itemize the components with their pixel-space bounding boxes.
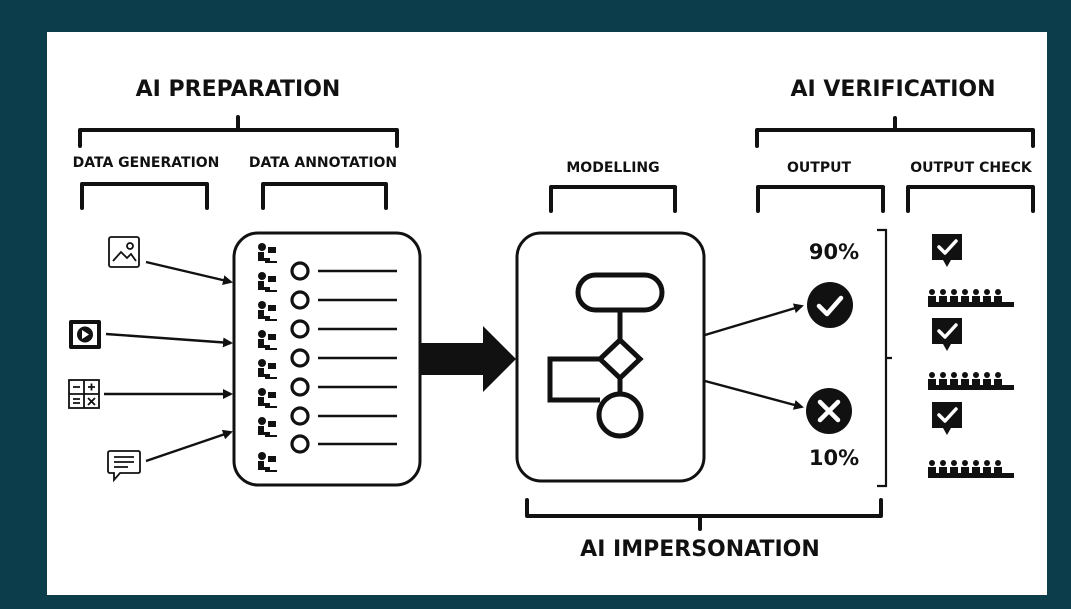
group-title-preparation: AI PREPARATION — [136, 77, 341, 102]
video-icon — [69, 320, 101, 349]
check-circle-icon — [807, 282, 853, 328]
output-percent-success: 90% — [809, 240, 859, 264]
output-arrow — [704, 303, 804, 337]
stage-label-modelling: MODELLING — [566, 160, 659, 176]
input-arrow — [105, 332, 233, 348]
calculator-icon — [68, 379, 100, 409]
model-box — [515, 231, 706, 483]
image-icon — [108, 236, 140, 268]
group-title-verification: AI VERIFICATION — [790, 77, 995, 102]
input-arrow — [145, 260, 233, 286]
group-title-impersonation: AI IMPERSONATION — [580, 537, 820, 562]
stage-label-data-generation: DATA GENERATION — [73, 155, 220, 171]
annotation-rows — [258, 243, 397, 472]
output-percent-failure: 10% — [809, 446, 859, 470]
bracket-modelling — [549, 185, 677, 213]
bracket-data-annotation — [261, 182, 388, 210]
output-bracket — [877, 228, 892, 488]
bracket-verification — [755, 116, 1035, 148]
stage-label-data-annotation: DATA ANNOTATION — [249, 155, 397, 171]
annotation-row — [258, 359, 397, 397]
x-circle-icon — [806, 388, 852, 434]
bracket-data-generation — [80, 182, 209, 210]
bracket-preparation — [78, 115, 399, 148]
flowchart-icon — [547, 272, 665, 439]
annotation-row — [258, 417, 397, 454]
output-arrow — [704, 379, 804, 410]
annotation-row — [258, 243, 397, 281]
chat-message-icon — [107, 450, 141, 483]
annotation-row — [258, 301, 397, 339]
annotation-row — [258, 388, 397, 426]
bracket-impersonation — [525, 498, 883, 531]
annotation-row — [258, 330, 397, 368]
input-arrow — [145, 429, 233, 463]
stage-label-output: OUTPUT — [787, 160, 851, 176]
stage-label-output-check: OUTPUT CHECK — [910, 160, 1033, 176]
process-arrow — [420, 326, 516, 392]
bracket-output-check — [906, 185, 1035, 213]
bracket-output — [756, 185, 885, 213]
annotation-row — [258, 272, 397, 310]
